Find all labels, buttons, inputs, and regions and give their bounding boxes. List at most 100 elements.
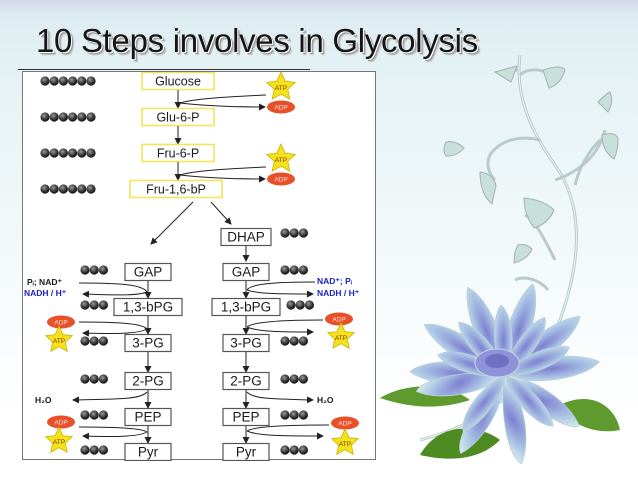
- water-label: H₂O: [35, 395, 52, 405]
- carbon-atom: [58, 112, 68, 122]
- carbon-chain: [40, 112, 96, 122]
- atp-label: ATP: [335, 335, 347, 342]
- metabolite-label: 2-PG: [230, 374, 262, 389]
- metabolite-box: [222, 333, 270, 353]
- carbon-atom: [80, 300, 90, 310]
- slide-title: 10 Steps involves in Glycolysis: [36, 22, 478, 59]
- carbon-atom: [40, 112, 50, 122]
- metabolite-box: [222, 442, 270, 461]
- carbon-atom: [298, 374, 308, 384]
- carbon-atom: [80, 374, 90, 384]
- carbon-atom: [280, 336, 290, 346]
- cofactor-arrow: [78, 426, 148, 433]
- carbon-atom: [58, 76, 68, 86]
- cofactor-arrow: [78, 321, 148, 330]
- carbon-atom: [89, 265, 99, 275]
- carbon-atom: [89, 374, 99, 384]
- carbon-atom: [304, 300, 314, 310]
- carbon-atom: [86, 76, 96, 86]
- atp-star-icon: [44, 426, 74, 454]
- carbon-atom: [98, 300, 108, 310]
- carbon-chain: [40, 76, 96, 86]
- carbon-atom: [68, 184, 78, 194]
- carbon-atom: [40, 148, 50, 158]
- carbon-atom: [80, 445, 90, 455]
- carbon-atom: [49, 148, 59, 158]
- carbon-atom: [280, 265, 290, 275]
- metabolite-box: [124, 442, 172, 461]
- carbon-atom: [280, 445, 290, 455]
- adp-oval-icon: [331, 416, 359, 430]
- glycolysis-pathway-diagram: GlucoseGlu-6-PFru-6-PFru-1,6-bPATPADPATP…: [24, 72, 360, 461]
- carbon-atom: [89, 300, 99, 310]
- carbon-atom: [58, 148, 68, 158]
- carbon-atom: [49, 184, 59, 194]
- metabolite-box: [141, 72, 215, 91]
- adp-label: ADP: [54, 319, 67, 326]
- carbon-atom: [98, 374, 108, 384]
- cofactor-arrow: [82, 328, 148, 337]
- metabolite-label: Pyr: [236, 445, 257, 460]
- carbon-atom: [98, 336, 108, 346]
- metabolite-box: [124, 407, 172, 427]
- cofactor-arrow: [246, 281, 316, 291]
- carbon-atom: [77, 148, 87, 158]
- carbon-atom: [68, 148, 78, 158]
- carbon-atom: [86, 184, 96, 194]
- metabolite-box: [141, 107, 215, 127]
- carbon-chain: [280, 410, 308, 420]
- carbon-atom: [77, 112, 87, 122]
- carbon-atom: [298, 265, 308, 275]
- carbon-atom: [77, 184, 87, 194]
- carbon-atom: [89, 445, 99, 455]
- carbon-atom: [289, 265, 299, 275]
- metabolite-box: [124, 371, 172, 391]
- carbon-atom: [98, 410, 108, 420]
- metabolite-label: 3-PG: [230, 336, 262, 351]
- lotus-petals: [409, 283, 600, 465]
- metabolite-label: PEP: [134, 410, 161, 425]
- atp-label: ATP: [53, 338, 65, 345]
- metabolite-box: [129, 179, 223, 199]
- carbon-chain: [80, 336, 108, 346]
- metabolite-label: GAP: [134, 265, 163, 280]
- carbon-chain: [80, 300, 108, 310]
- carbon-chain: [80, 374, 108, 384]
- carbon-atom: [295, 300, 305, 310]
- carbon-atom: [286, 300, 296, 310]
- cofactor-arrow: [82, 290, 148, 298]
- metabolite-label: Pyr: [138, 445, 159, 460]
- cofactor-arrow: [72, 391, 148, 404]
- cofactor-arrow: [246, 424, 330, 432]
- carbon-chain: [40, 184, 96, 194]
- adp-oval-icon: [267, 100, 295, 114]
- carbon-atom: [49, 76, 59, 86]
- carbon-atom: [280, 374, 290, 384]
- adp-oval-icon: [267, 172, 295, 186]
- adp-label: ADP: [54, 419, 67, 426]
- metabolite-box: [222, 371, 270, 391]
- cofactor-arrow: [179, 166, 267, 176]
- cofactor-arrow: [246, 319, 324, 328]
- pi-nad-label: Pᵢ; NAD⁺: [27, 277, 62, 287]
- atp-label: ATP: [53, 439, 65, 446]
- carbon-atom: [289, 228, 299, 238]
- carbon-atom: [98, 265, 108, 275]
- arrow: [210, 201, 232, 225]
- carbon-atom: [40, 184, 50, 194]
- metabolite-label: 1,3-bPG: [221, 300, 271, 315]
- carbon-chain: [80, 410, 108, 420]
- metabolite-box: [124, 333, 172, 353]
- atp-star-icon: [44, 325, 74, 353]
- carbon-atom: [77, 76, 87, 86]
- carbon-atom: [89, 410, 99, 420]
- metabolite-label: DHAP: [227, 230, 265, 245]
- metabolite-label: Fru-1,6-bP: [146, 183, 206, 197]
- metabolite-label: Glu-6-P: [156, 111, 199, 125]
- carbon-atom: [280, 410, 290, 420]
- carbon-atom: [68, 76, 78, 86]
- carbon-atom: [86, 112, 96, 122]
- atp-star-icon: [265, 72, 297, 100]
- cofactor-arrow: [82, 431, 148, 440]
